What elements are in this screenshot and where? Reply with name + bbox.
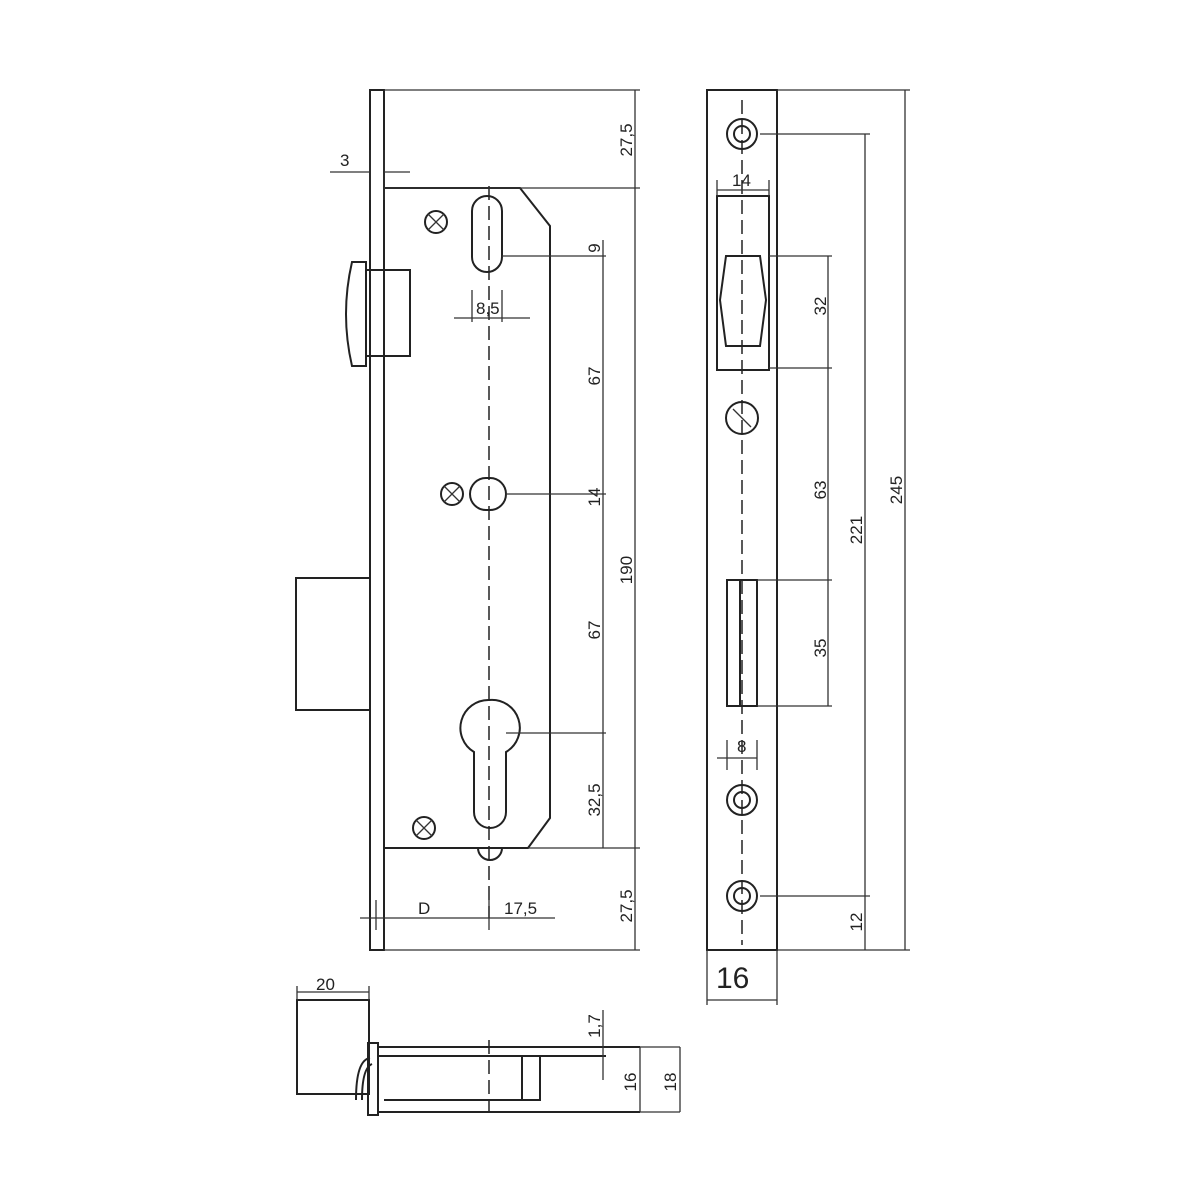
screw-hole-icon <box>726 118 758 150</box>
dim-bolt-height: 35 <box>811 639 830 658</box>
dim-total-thickness: 18 <box>661 1073 680 1092</box>
dim-bottom-offset: 12 <box>847 913 866 932</box>
bottom-view: 20 1,7 16 18 <box>296 975 681 1116</box>
dim-spacing-lower: 67 <box>585 621 604 640</box>
dim-faceplate-thickness: 3 <box>340 151 349 170</box>
dim-cylinder-offset: 32,5 <box>585 783 604 816</box>
dim-backset: D <box>418 899 430 918</box>
screw-icon <box>424 210 448 234</box>
deadbolt <box>295 577 371 711</box>
upper-slot <box>471 195 503 273</box>
screw-icon <box>440 482 464 506</box>
dim-latch-width: 14 <box>732 171 751 190</box>
dim-edge-offset: 17,5 <box>504 899 537 918</box>
dim-hole-spacing: 221 <box>847 516 866 544</box>
side-view: 14 32 63 35 8 221 245 12 16 <box>706 89 910 1005</box>
dim-bottom-margin: 27,5 <box>617 889 636 922</box>
dim-slot-width: 8,5 <box>476 299 500 318</box>
screw-hole-icon <box>726 784 758 816</box>
dim-center-mark: 14 <box>585 488 604 507</box>
front-view: 3 27,5 9 8,5 67 14 190 67 32,5 27,5 D 17… <box>295 89 640 951</box>
dim-bolt-projection: 20 <box>316 975 335 994</box>
latch-side <box>718 255 768 347</box>
dim-case-thickness: 16 <box>621 1073 640 1092</box>
cylinder-hole <box>459 698 521 829</box>
side-faceplate <box>706 89 778 951</box>
dim-latch-height: 32 <box>811 297 830 316</box>
dim-plate-width: 16 <box>716 962 749 995</box>
dim-top-margin: 27,5 <box>617 123 636 156</box>
bolt-opening <box>726 579 758 707</box>
dim-spacing-upper: 67 <box>585 367 604 386</box>
latch <box>345 261 411 367</box>
dim-slot-height: 9 <box>585 243 604 252</box>
dim-plate-length: 245 <box>887 476 906 504</box>
screw-icon <box>725 401 759 435</box>
dim-case-height: 190 <box>617 556 636 584</box>
bolt-projection <box>296 999 370 1095</box>
dim-latch-to-bolt: 63 <box>811 481 830 500</box>
screw-hole-icon <box>726 880 758 912</box>
dim-plate-thickness: 1,7 <box>585 1014 604 1038</box>
latch-opening <box>716 195 770 371</box>
middle-slot <box>469 477 507 511</box>
lock-case <box>384 187 551 849</box>
dim-bolt-width: 8 <box>737 737 746 756</box>
screw-icon <box>412 816 436 840</box>
faceplate <box>369 89 385 951</box>
